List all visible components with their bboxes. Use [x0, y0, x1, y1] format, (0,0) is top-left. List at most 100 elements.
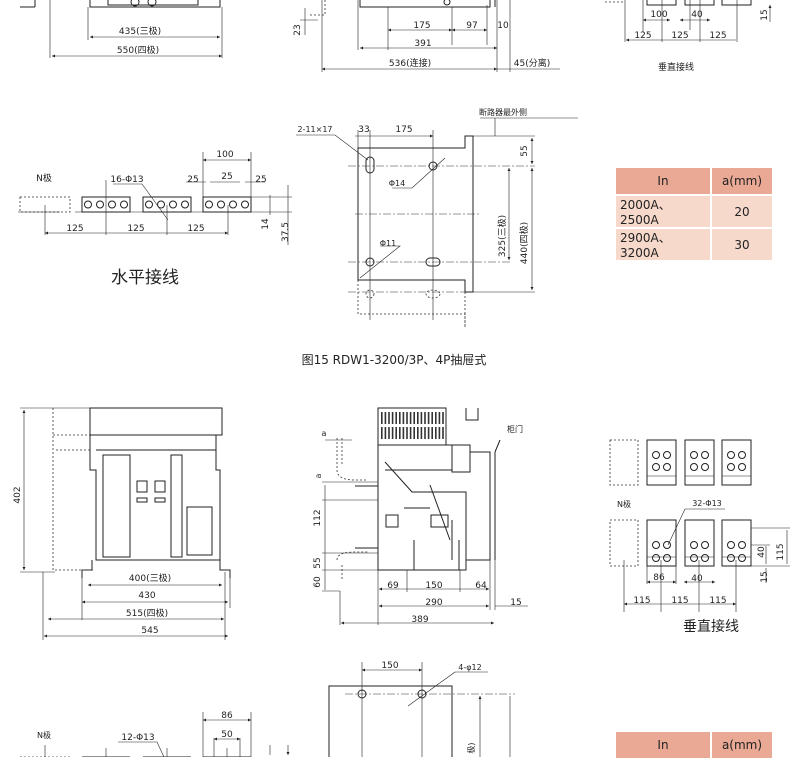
vent-slot: [424, 412, 426, 424]
bolt-hole-icon: [727, 451, 735, 459]
vent-slot: [384, 427, 387, 439]
outer-side-label: 断路器最外侧: [479, 107, 527, 117]
bolt-hole-icon: [738, 541, 746, 549]
n-pole-label: N极: [36, 172, 52, 184]
dim-125-3: 125: [187, 224, 204, 234]
dim-115-vertical: 115: [776, 543, 786, 560]
vent-slot: [388, 427, 390, 439]
dim-14: 14: [261, 218, 271, 230]
vent-slot: [406, 412, 408, 424]
bolt-hole-icon: [84, 200, 92, 209]
vent-slot: [409, 412, 412, 424]
vent-slot: [431, 412, 433, 424]
holes-label: 16-Φ13: [110, 175, 143, 185]
dim-115-3: 115: [709, 596, 726, 606]
busbar: [646, 519, 677, 567]
dim-290: 290: [425, 598, 442, 608]
busbar: [646, 439, 677, 486]
bolt-hole-icon: [652, 541, 660, 549]
dim-45: 45(分离): [514, 57, 550, 69]
side-view-drawing: a a 柜门 112 55 60 69 150 64 290 15 389: [313, 407, 528, 625]
vertical-wiring-title: 垂直接线: [683, 618, 739, 635]
top-side-view: 23 175 97 10 391 536(连接) 45(分离): [293, 0, 560, 72]
bolt-hole-icon: [157, 200, 165, 209]
current-spec-table-2: In a(mm): [614, 730, 774, 760]
phi14-label: Φ14: [389, 179, 405, 188]
vent-slot: [413, 412, 415, 424]
vertical-wiring-drawing: N极 32-Φ13 86 40 40 115 15 115 115 115 垂直…: [609, 439, 790, 635]
bolt-hole-icon: [217, 200, 225, 209]
vent-slot: [399, 427, 401, 439]
vent-slot: [384, 412, 387, 424]
vent-slot: [395, 412, 397, 424]
dim-402: 402: [13, 486, 23, 503]
n-pole-label: N极: [617, 499, 631, 509]
bolt-hole-icon: [690, 554, 698, 562]
phi11-label: Φ11: [380, 239, 396, 248]
dim-150: 150: [381, 661, 398, 671]
dim-125-2: 125: [127, 224, 144, 234]
bolt-hole-icon: [701, 451, 709, 459]
bolt-hole-icon: [120, 200, 128, 209]
bolt-hole-icon: [738, 554, 746, 562]
bolt-hole-icon: [229, 200, 237, 209]
busbar: [721, 519, 752, 567]
vent-slot: [431, 427, 433, 439]
dim-10: 10: [497, 21, 509, 31]
dim-115-2: 115: [671, 596, 688, 606]
bolt-hole-icon: [690, 541, 698, 549]
dim-55: 55: [313, 557, 323, 568]
vent-slot: [399, 412, 401, 424]
current-spec-table: In a(mm) 2000A、2500A 20 2900A、3200A 30: [614, 166, 774, 262]
bottom-drawing: N极 12-Φ13 86 50 150 4-φ12 极): [20, 661, 515, 757]
vent-slot: [420, 427, 423, 439]
bolt-hole-icon: [181, 200, 189, 209]
dim-86: 86: [221, 711, 233, 721]
bolt-hole-icon: [652, 463, 660, 471]
dim-125-3: 125: [709, 31, 726, 41]
vent-slot: [442, 427, 444, 439]
vent-slot: [420, 412, 423, 424]
dim-55: 55: [520, 145, 530, 156]
dim-40-vertical: 40: [757, 546, 767, 558]
vent-slot: [381, 427, 383, 439]
bolt-hole-icon: [169, 200, 177, 209]
vent-slot: [402, 412, 405, 424]
bolt-hole-icon: [663, 541, 671, 549]
table-row: 2000A、2500A 20: [616, 196, 772, 227]
vent-slot: [391, 412, 394, 424]
dim-100: 100: [650, 10, 667, 20]
vent-slot: [417, 427, 419, 439]
bolt-hole-icon: [727, 541, 735, 549]
dim-15: 15: [760, 571, 770, 582]
dim-100: 100: [216, 150, 233, 160]
dim-33: 33: [358, 125, 369, 135]
dim-389: 389: [411, 615, 428, 625]
bolt-hole-icon: [205, 200, 213, 209]
dim-150: 150: [425, 581, 442, 591]
header-in: In: [616, 168, 710, 194]
horizontal-wiring-drawing: N极 16-Φ13 100 25 25 25 125 125 125 14 37…: [18, 150, 292, 288]
figure-caption: 图15 RDW1-3200/3P、4P抽屉式: [302, 353, 487, 367]
bolt-hole-icon: [701, 554, 709, 562]
vent-slot: [427, 412, 430, 424]
dim-175: 175: [395, 125, 412, 135]
vent-slot: [388, 412, 390, 424]
bolt-hole-icon: [727, 463, 735, 471]
vent-slot: [406, 427, 408, 439]
cell-a: 30: [712, 229, 772, 260]
vent-slot: [413, 427, 415, 439]
dim-400: 400(三极): [129, 572, 171, 584]
dim-25-left: 25: [187, 175, 198, 185]
dim-50: 50: [221, 730, 233, 740]
busbar: [202, 196, 252, 213]
bolt-hole-icon: [652, 451, 660, 459]
dim-440: 440(四极): [518, 222, 530, 264]
vertical-wiring-label: 垂直接线: [658, 61, 694, 73]
dim-391: 391: [414, 39, 431, 49]
cell-in: 2900A、3200A: [616, 229, 710, 260]
vent-slot: [435, 427, 437, 439]
dim-25-right: 25: [255, 175, 266, 185]
bolt-hole-icon: [663, 451, 671, 459]
